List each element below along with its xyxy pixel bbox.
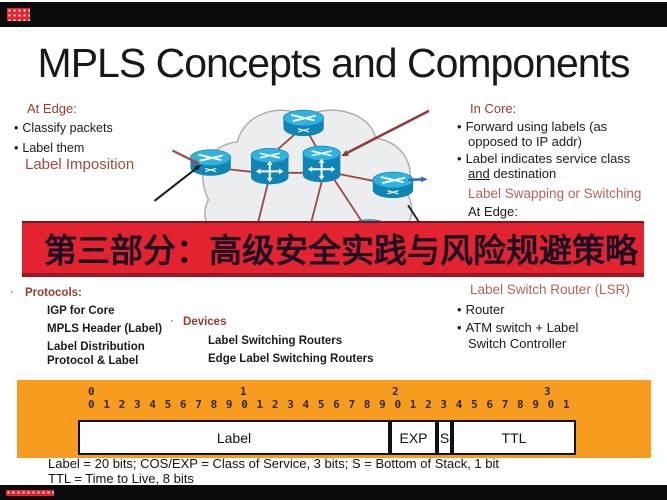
devices-bullet-glyph: · [170,315,174,327]
top-overlay-bar [0,2,667,27]
protocols-item-igp: IGP for Core [47,305,115,317]
router-icon-right-edge [371,171,415,199]
devices-heading: Devices [183,316,227,328]
page-title: MPLS Concepts and Components [37,40,631,86]
chinese-title-banner: 第三部分：高级安全实践与风险规避策略 [22,221,644,277]
tens-digit-0: 0 [88,385,95,398]
bullet-glyph: • [14,141,19,155]
devices-item-elsr: Edge Label Switching Routers [208,353,374,365]
protocols-heading: Protocols: [25,287,82,299]
classify-pointer-arrow [153,164,202,202]
field-box-ttl: TTL [452,420,576,455]
at-edge-2-label: At Edge: [468,204,518,219]
label-imposition-arrow [171,149,200,165]
router-icon-top [282,109,325,138]
bullet-glyph: • [457,302,462,317]
switch-router-icon-center-right [301,145,342,184]
at-edge-blue-arrow [408,176,428,183]
tens-digit-2: 2 [392,385,399,398]
label-them-bullet: •Label them [14,141,85,155]
switch-router-icon-center-left [249,147,290,186]
protocols-item-ldp-line2: Protocol & Label [47,355,139,367]
label-indicates-bullet: •Label indicates service class [457,151,631,166]
atm-switch-line2: Switch Controller [468,336,567,351]
label-indicates-line2: and destination [468,166,557,181]
in-core-pointer-arrow [341,109,430,157]
classify-packets-bullet: •Classify packets [14,121,113,135]
field-box-s: S [437,420,452,455]
protocols-item-mpls-header: MPLS Header (Label) [47,323,163,335]
bottom-overlay-bar [0,485,667,500]
tens-digit-1: 1 [240,385,247,398]
protocols-item-ldp-line1: Label Distribution [47,341,145,353]
caption-line2: TTL = Time to Live, 8 bits [48,471,194,486]
at-edge-heading: At Edge: [27,101,77,116]
watermark-tag-bottom [4,487,56,499]
label-swapping-label: Label Swapping or Switching [468,186,642,201]
forward-labels-bullet: •Forward using labels (as [457,119,608,134]
field-box-exp: EXP [390,420,437,455]
bullet-glyph: • [457,320,462,335]
router-bullet: •Router [457,302,505,317]
tens-digit-3: 3 [544,385,551,398]
protocols-bullet-glyph: · [10,286,14,298]
caption-line1: Label = 20 bits; COS/EXP = Class of Serv… [48,456,500,471]
forward-labels-line2: opposed to IP addr) [468,134,582,149]
label-imposition-label: Label Imposition [25,156,135,173]
field-box-label: Label [78,420,390,455]
atm-switch-bullet: •ATM switch + Label [457,320,579,335]
and-underlined: and [468,166,490,181]
bullet-glyph: • [457,151,462,166]
in-core-heading: In Core: [470,101,517,116]
lsr-heading: Label Switch Router (LSR) [470,282,630,297]
watermark-tag-top [5,5,32,24]
bullet-glyph: • [14,121,19,135]
bullet-glyph: • [457,119,462,134]
devices-item-lsr: Label Switching Routers [208,335,343,347]
bit-digits-row: 01234567890123456789012345678901 [88,398,579,411]
